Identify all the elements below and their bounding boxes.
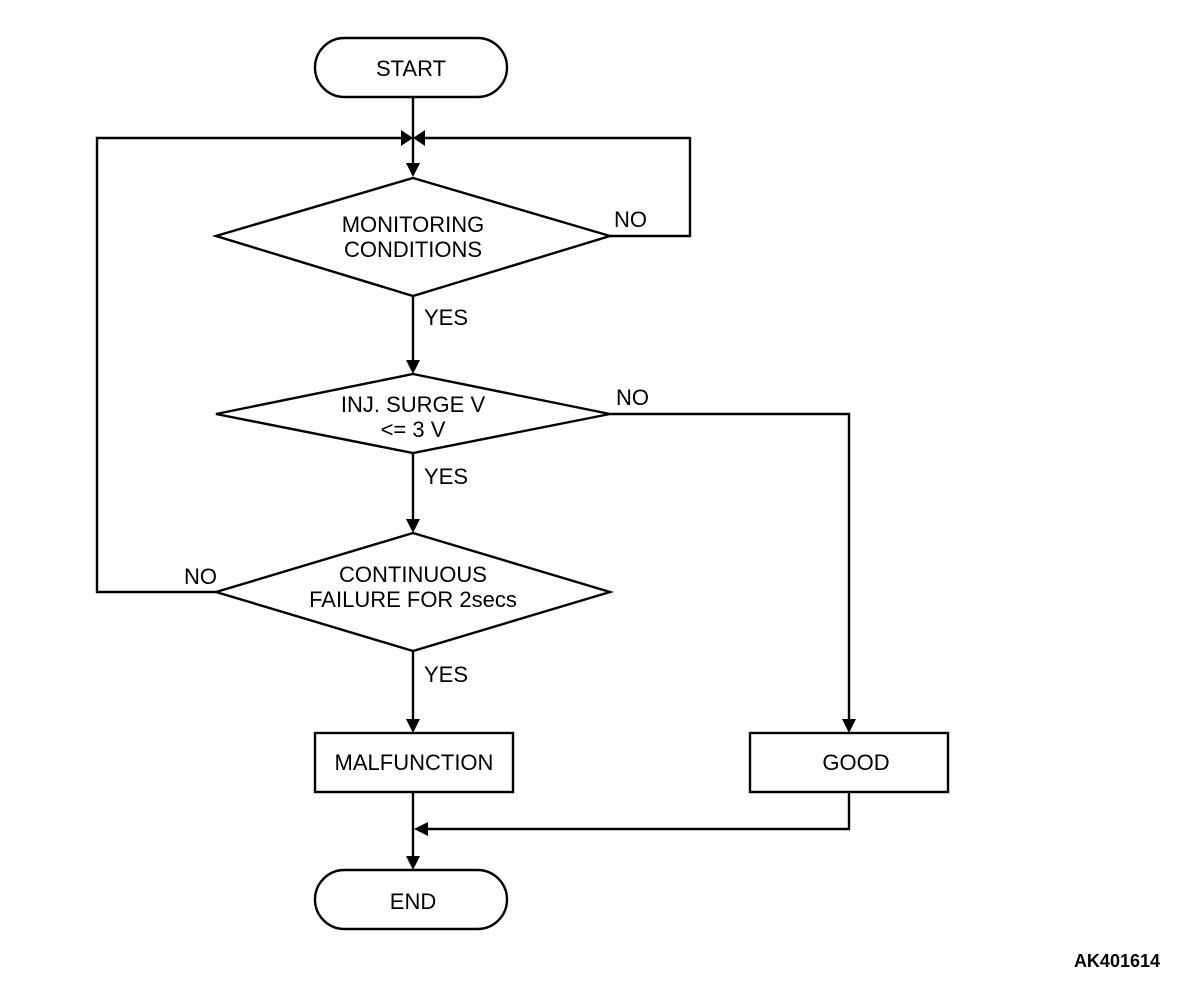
arrowhead-to-malfunction [406, 719, 420, 733]
surge-voltage-line1: INJ. SURGE V [341, 392, 486, 417]
continuous-failure-line2: FAILURE FOR 2secs [309, 587, 517, 612]
connector-good-merge [427, 792, 851, 831]
continuous-failure-line1: CONTINUOUS [339, 562, 487, 587]
monitoring-no-loop [425, 136, 692, 238]
good-label: GOOD [822, 750, 889, 775]
arrowhead-start-join [401, 130, 413, 146]
arrowhead-loop-join [413, 130, 425, 146]
arrowhead-to-continuous [406, 519, 420, 533]
arrowhead-merge [414, 822, 428, 836]
surge-voltage-line2: <= 3 V [381, 417, 446, 442]
malfunction-box [313, 731, 515, 794]
end-terminal [313, 868, 509, 931]
malfunction-label: MALFUNCTION [335, 750, 494, 775]
monitoring-no-label: NO [614, 207, 647, 232]
arrowhead-to-monitoring [406, 163, 420, 177]
monitoring-conditions-line2: CONDITIONS [344, 237, 482, 262]
figure-reference-id: AK401614 [1074, 951, 1160, 971]
continuous-no-label: NO [184, 564, 217, 589]
start-label: START [376, 56, 446, 81]
continuous-no-loop [95, 136, 401, 594]
arrowhead-to-good [842, 719, 856, 733]
start-terminal [313, 36, 509, 99]
arrowhead-to-end [406, 856, 420, 870]
continuous-yes-label: YES [424, 662, 468, 687]
surge-no-path [610, 412, 851, 722]
surge-no-label: NO [616, 385, 649, 410]
arrowhead-to-surge [406, 360, 420, 374]
surge-yes-label: YES [424, 464, 468, 489]
monitoring-yes-label: YES [424, 305, 468, 330]
monitoring-conditions-line1: MONITORING [342, 212, 485, 237]
end-label: END [390, 889, 436, 914]
